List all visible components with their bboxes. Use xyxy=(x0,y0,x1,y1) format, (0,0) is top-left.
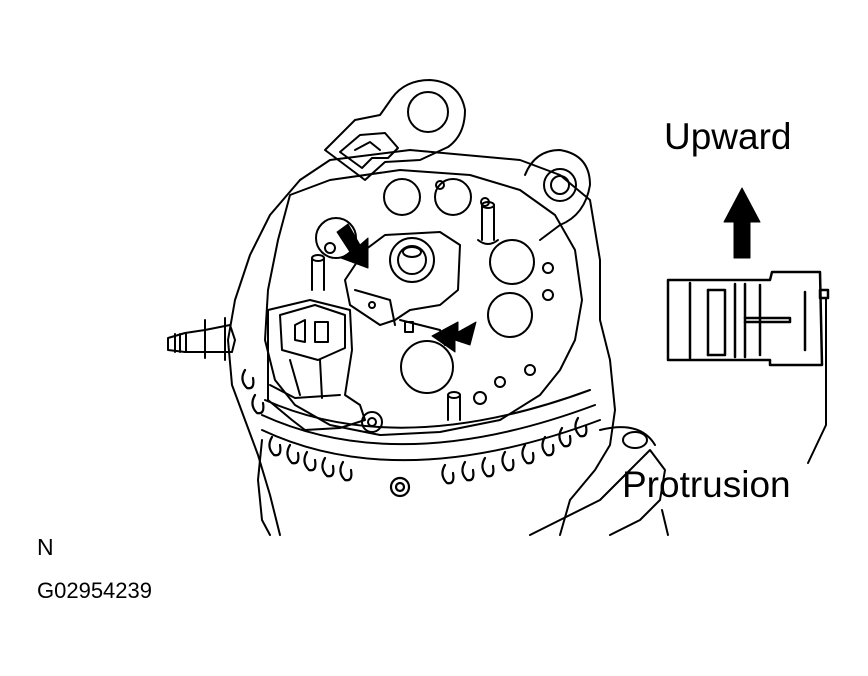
arrow-up-icon xyxy=(723,187,761,259)
leader-line xyxy=(807,297,827,464)
cooling-slots xyxy=(241,368,588,498)
terminal-plate xyxy=(324,79,466,181)
rear-cover xyxy=(264,169,583,436)
figure-code: G02954239 xyxy=(37,578,152,603)
brush-holder-side-view xyxy=(666,270,830,367)
alternator-housing xyxy=(227,149,669,536)
arrow-icon xyxy=(336,223,477,353)
upward-label: Upward xyxy=(664,116,792,157)
protrusion-label: Protrusion xyxy=(622,464,791,505)
wire-connector xyxy=(267,299,366,431)
view-letter: N xyxy=(37,534,54,560)
terminal-stud xyxy=(167,317,236,361)
